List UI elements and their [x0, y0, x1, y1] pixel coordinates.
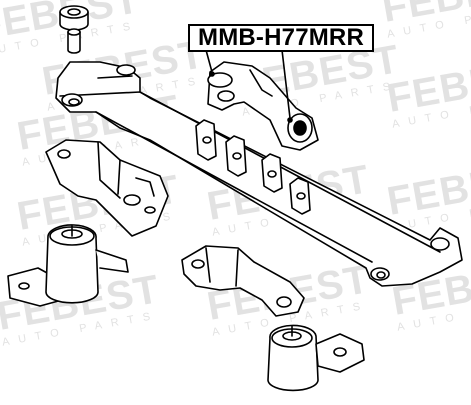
- center-lower-bracket: [181, 245, 305, 317]
- lower-right-mount: [267, 324, 365, 392]
- watermark-tile: FEBEST AUTO PARTS: [384, 152, 471, 234]
- lower-left-mount: [7, 224, 129, 307]
- left-mount-bracket: [45, 139, 169, 237]
- label-leader-lines: [205, 49, 293, 123]
- crossmember-beam: [55, 61, 463, 287]
- rear-engine-mount: [207, 61, 319, 151]
- part-number-label: MMB-H77MRR: [188, 24, 374, 52]
- small-bushing: [59, 5, 89, 54]
- watermark-tile: FEBEST AUTO PARTS: [379, 0, 471, 41]
